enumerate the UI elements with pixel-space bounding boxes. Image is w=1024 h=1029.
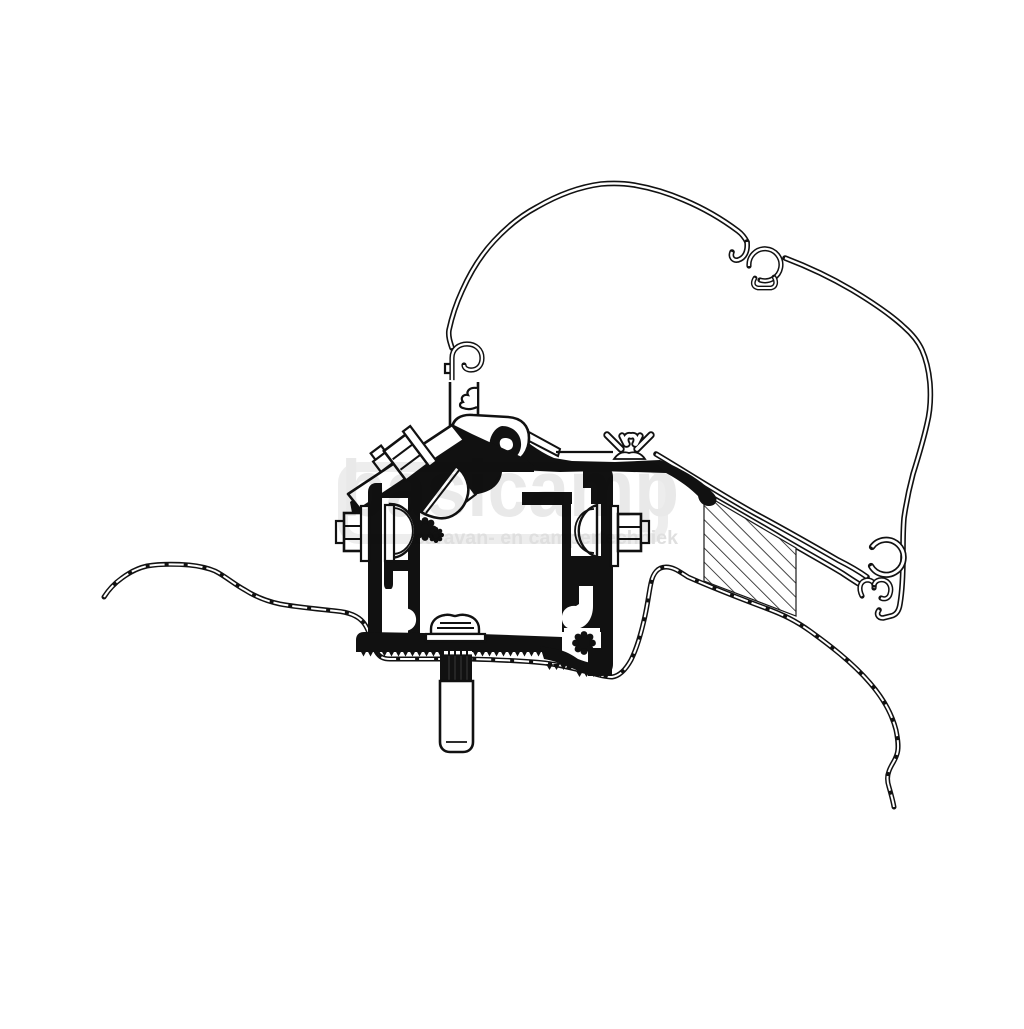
svg-text:basicamp: basicamp [341,444,679,533]
svg-text:caravan- en campertechniek: caravan- en campertechniek [414,528,678,549]
